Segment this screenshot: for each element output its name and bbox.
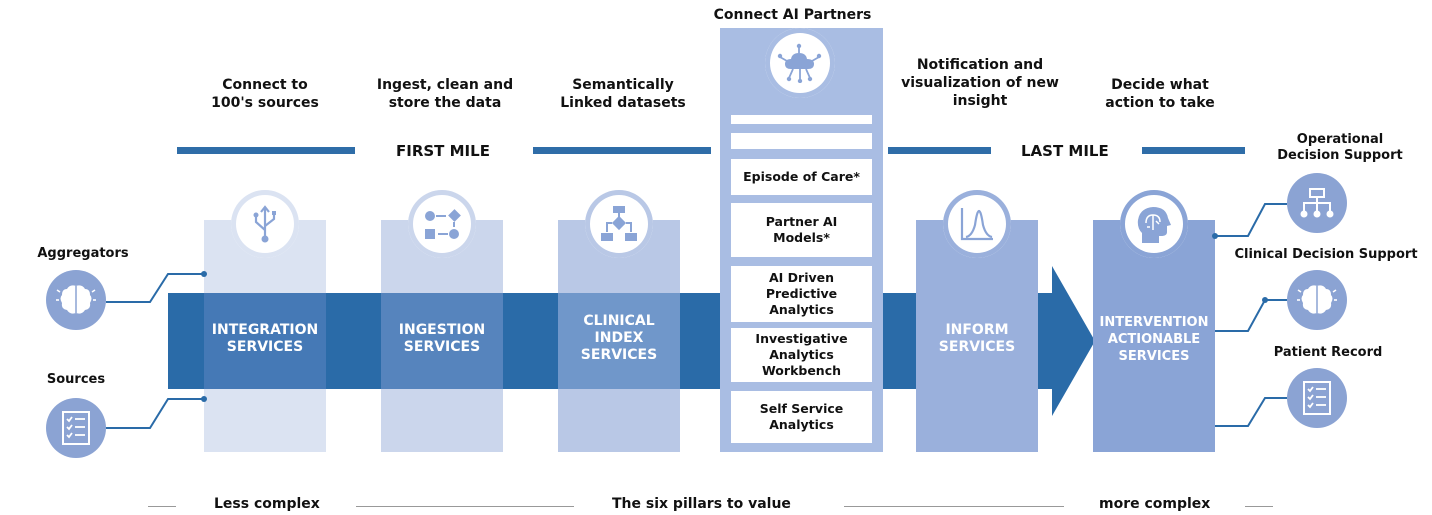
partner-blank-2 bbox=[731, 133, 872, 149]
heading-ingest: Ingest, clean and store the data bbox=[376, 77, 514, 111]
flowchart-icon bbox=[601, 206, 637, 241]
operational-connector-dot bbox=[1212, 233, 1218, 239]
intervention-actionable-services-label: INTERVENTION ACTIONABLE SERVICES bbox=[1099, 315, 1209, 364]
operational-circle bbox=[1287, 173, 1347, 233]
integration-services-label: INTEGRATION SERVICES bbox=[211, 322, 319, 355]
partner-episode-of-care: Episode of Care* bbox=[731, 159, 872, 195]
intervention-icon-circle bbox=[1120, 190, 1188, 258]
bell-curve-icon bbox=[960, 208, 993, 241]
first-mile-line-left bbox=[177, 147, 355, 154]
pillar-integration-overlay bbox=[204, 293, 326, 389]
six-pillars-label: The six pillars to value bbox=[612, 496, 791, 512]
pillar-clinical-overlay bbox=[558, 293, 680, 389]
sources-label: Sources bbox=[46, 372, 106, 387]
partner-ai-predictive: AI Driven Predictive Analytics bbox=[731, 266, 872, 322]
hierarchy-icon bbox=[1300, 188, 1334, 218]
partner-ai-models: Partner AI Models* bbox=[731, 203, 872, 257]
partners-icon-circle bbox=[765, 28, 835, 98]
sources-circle bbox=[46, 398, 106, 458]
aggregators-label: Aggregators bbox=[37, 246, 129, 261]
first-mile-line-right bbox=[533, 147, 711, 154]
operational-decision-support-label: Operational Decision Support bbox=[1277, 132, 1403, 163]
pillar-intervention bbox=[1093, 220, 1215, 452]
brain-head-icon bbox=[1137, 207, 1171, 243]
more-complex-label: more complex bbox=[1099, 496, 1211, 512]
partner-blank-1 bbox=[731, 115, 872, 124]
aggregators-connector-dot bbox=[201, 271, 207, 277]
inform-services-label: INFORM SERVICES bbox=[938, 322, 1016, 355]
cloud-network-icon bbox=[777, 43, 822, 83]
sources-connector bbox=[106, 398, 204, 429]
partner-investigative-workbench: Investigative Analytics Workbench bbox=[731, 328, 872, 382]
last-mile-line-left bbox=[888, 147, 991, 154]
brain-icon bbox=[56, 285, 96, 314]
integration-icon-circle bbox=[231, 190, 299, 258]
usb-icon bbox=[253, 205, 276, 243]
workflow-icon bbox=[425, 209, 461, 239]
sources-connector-dot bbox=[201, 396, 207, 402]
heading-connect-sources: Connect to 100's sources bbox=[211, 77, 319, 111]
pillar-ingestion-overlay bbox=[381, 293, 503, 389]
right-connectors bbox=[1212, 203, 1287, 427]
partner-self-service: Self Service Analytics bbox=[731, 391, 872, 443]
heading-decide: Decide what action to take bbox=[1105, 77, 1215, 111]
bottom-line-3 bbox=[844, 506, 1064, 507]
patient-record-label: Patient Record bbox=[1273, 345, 1383, 360]
first-mile-label: FIRST MILE bbox=[396, 142, 490, 160]
operational-connector bbox=[1215, 203, 1287, 237]
clinical-index-services-label: CLINICAL INDEX SERVICES bbox=[580, 313, 658, 363]
clinical-decision-circle bbox=[1287, 270, 1347, 330]
left-connectors bbox=[106, 271, 207, 429]
aggregators-circle bbox=[46, 270, 106, 330]
inform-icon-circle bbox=[943, 190, 1011, 258]
checklist-icon bbox=[62, 411, 90, 445]
patient-record-circle bbox=[1287, 368, 1347, 428]
last-mile-line-right bbox=[1142, 147, 1245, 154]
bottom-line-4 bbox=[1245, 506, 1273, 507]
checklist-icon bbox=[1303, 381, 1331, 415]
heading-semantic: Semantically Linked datasets bbox=[560, 77, 686, 111]
bottom-line-2 bbox=[356, 506, 574, 507]
heading-notification: Notification and visualization of new in… bbox=[901, 57, 1059, 109]
connect-ai-partners-title: Connect AI Partners bbox=[713, 7, 872, 23]
brain-icon bbox=[1297, 285, 1337, 314]
ingestion-services-label: INGESTION SERVICES bbox=[398, 322, 486, 355]
ingestion-icon-circle bbox=[408, 190, 476, 258]
bottom-line-1 bbox=[148, 506, 176, 507]
clinical-icon-circle bbox=[585, 190, 653, 258]
last-mile-label: LAST MILE bbox=[1021, 142, 1109, 160]
clinical-connector bbox=[1215, 299, 1287, 332]
less-complex-label: Less complex bbox=[214, 496, 320, 512]
pillar-inform bbox=[916, 220, 1038, 452]
aggregators-connector bbox=[106, 273, 204, 303]
patient-connector bbox=[1215, 397, 1287, 427]
clinical-connector-dot bbox=[1262, 297, 1268, 303]
clinical-decision-support-label: Clinical Decision Support bbox=[1234, 247, 1418, 262]
